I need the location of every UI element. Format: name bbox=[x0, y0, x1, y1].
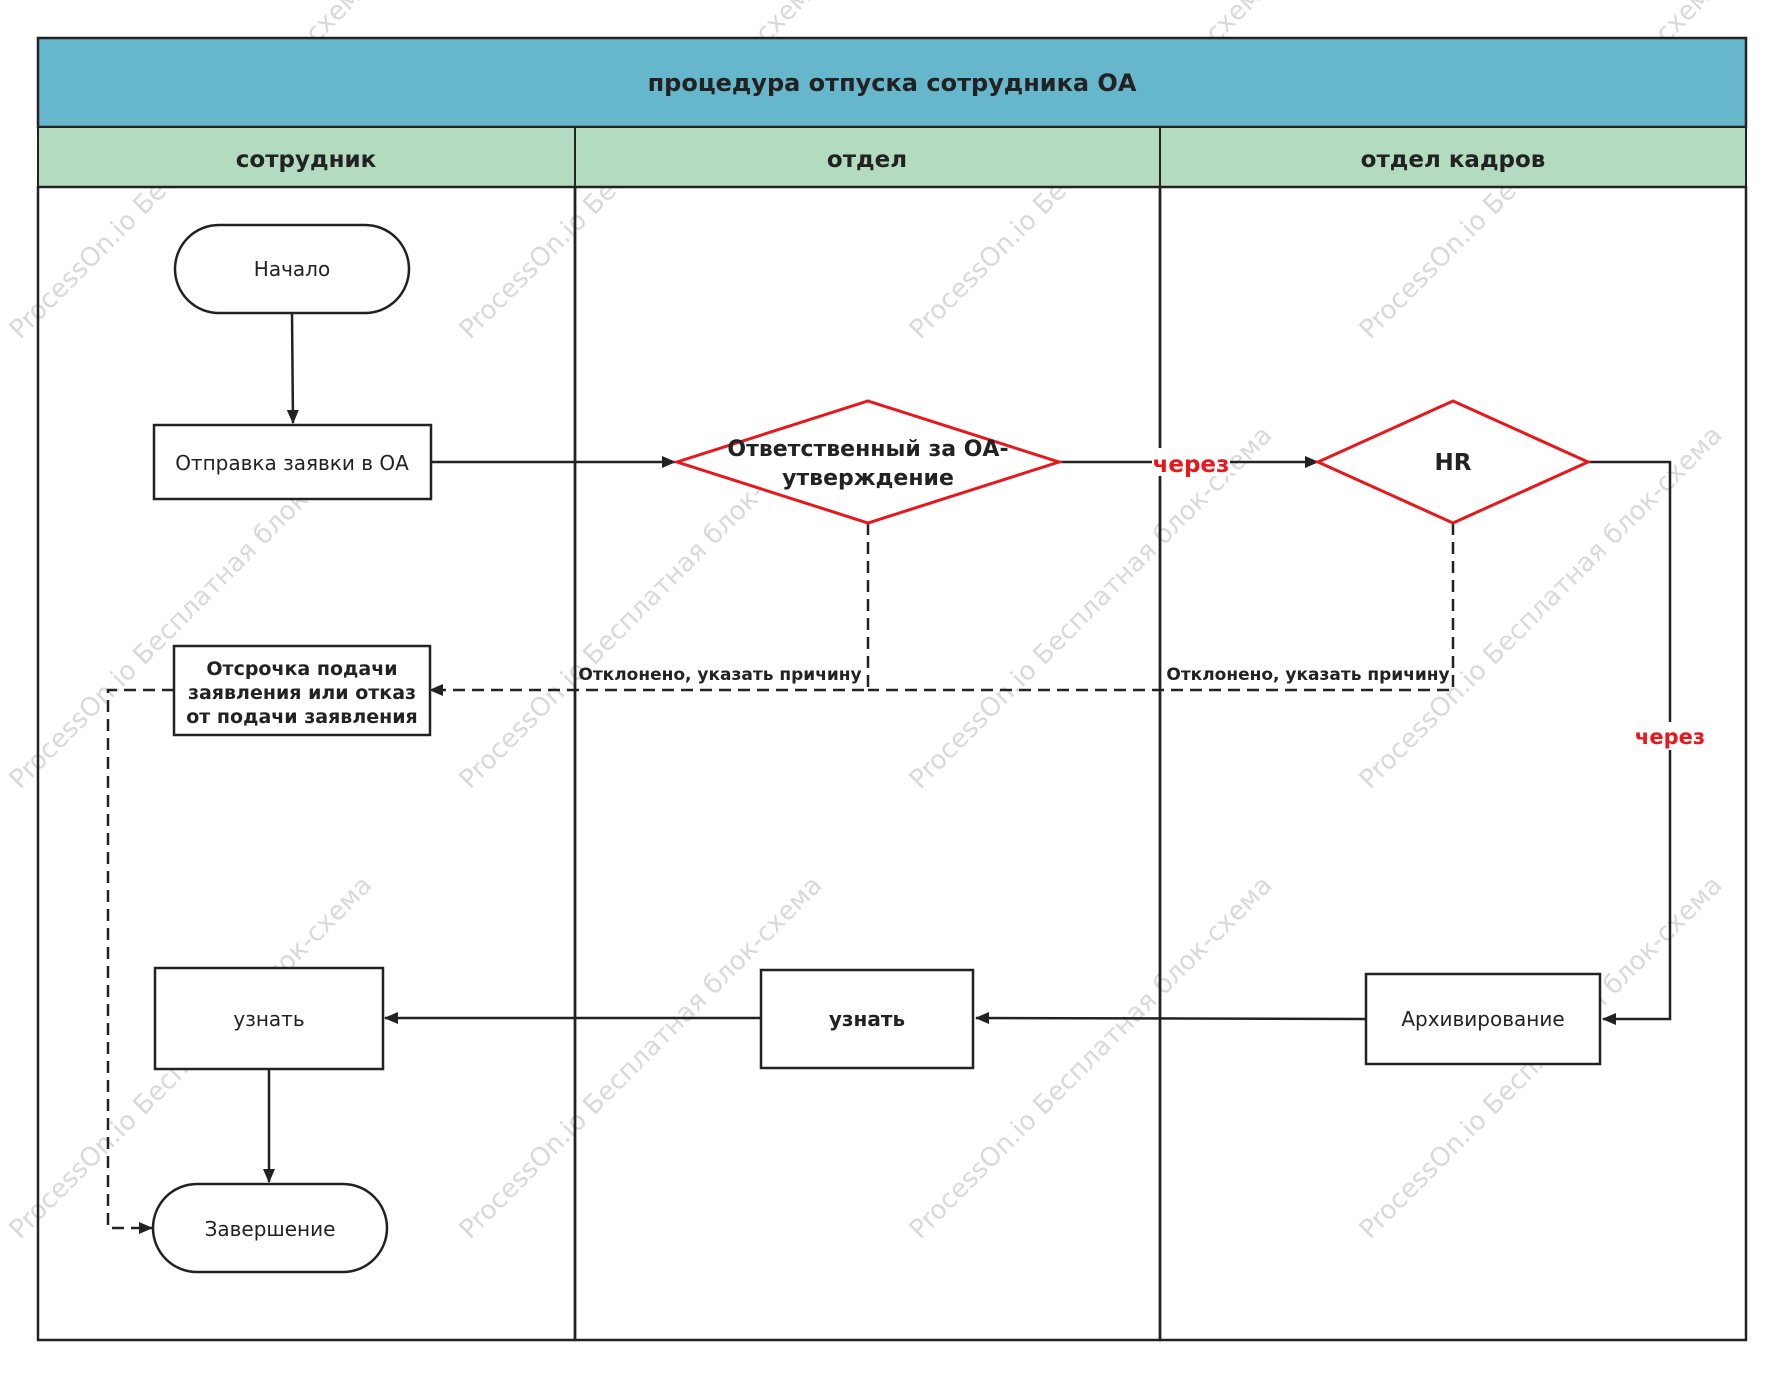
edge-approve-rejected bbox=[429, 523, 870, 696]
lane-header-department bbox=[574, 126, 1161, 188]
edge-archive-to-learn-dept bbox=[975, 1012, 1367, 1025]
edge-start-to-submit bbox=[286, 312, 299, 424]
hr-label: HR bbox=[1435, 450, 1472, 476]
title-bar bbox=[36, 36, 1748, 129]
archive-label: Архивирование bbox=[1401, 1007, 1564, 1031]
via-label-approve-hr: через bbox=[1153, 452, 1230, 478]
learn-employee-label: узнать bbox=[233, 1007, 304, 1031]
hr-decision bbox=[1314, 399, 1592, 525]
deferral-label-line1: Отсрочка подачи bbox=[206, 658, 397, 680]
submit-process bbox=[152, 423, 433, 501]
lane-label-hr-department: отдел кадров bbox=[1361, 147, 1546, 173]
approve-label-line1: Ответственный за ОА- bbox=[727, 437, 1008, 462]
end-terminator bbox=[151, 1182, 389, 1274]
lane-label-employee: сотрудник bbox=[236, 147, 377, 173]
via-label-bg-approve-hr bbox=[1152, 448, 1230, 476]
start-terminator bbox=[173, 223, 411, 315]
edge-hr-rejected bbox=[868, 523, 1455, 692]
rejected-label-hr: Отклонено, указать причину bbox=[1166, 665, 1449, 685]
lane-label-department: отдел bbox=[827, 147, 907, 173]
end-label: Завершение bbox=[205, 1217, 336, 1241]
learn-dept-label: узнать bbox=[829, 1007, 905, 1031]
archive-process bbox=[1364, 972, 1602, 1066]
learn-dept-process bbox=[759, 968, 975, 1070]
learn-employee-process bbox=[153, 966, 385, 1071]
approve-label-line2: утверждение bbox=[782, 466, 954, 491]
approve-decision bbox=[672, 399, 1064, 525]
lane-header-hr-department bbox=[1159, 126, 1747, 188]
submit-label: Отправка заявки в ОА bbox=[175, 451, 409, 475]
diagram-title: процедура отпуска сотрудника ОА bbox=[648, 69, 1137, 97]
start-label: Начало bbox=[254, 257, 330, 281]
deferral-label-line2: заявления или отказ bbox=[188, 682, 416, 704]
rejected-label-dept: Отклонено, указать причину bbox=[578, 665, 861, 685]
edge-deferral-to-end bbox=[106, 688, 174, 1234]
lane-body-department bbox=[573, 185, 1162, 1342]
lane-body-hr-department bbox=[1158, 185, 1748, 1342]
deferral-process bbox=[172, 644, 432, 737]
via-label-hr-archive: через bbox=[1635, 725, 1705, 749]
via-label-bg-hr-archive bbox=[1634, 722, 1706, 750]
deferral-label-line3: от подачи заявления bbox=[186, 706, 418, 728]
